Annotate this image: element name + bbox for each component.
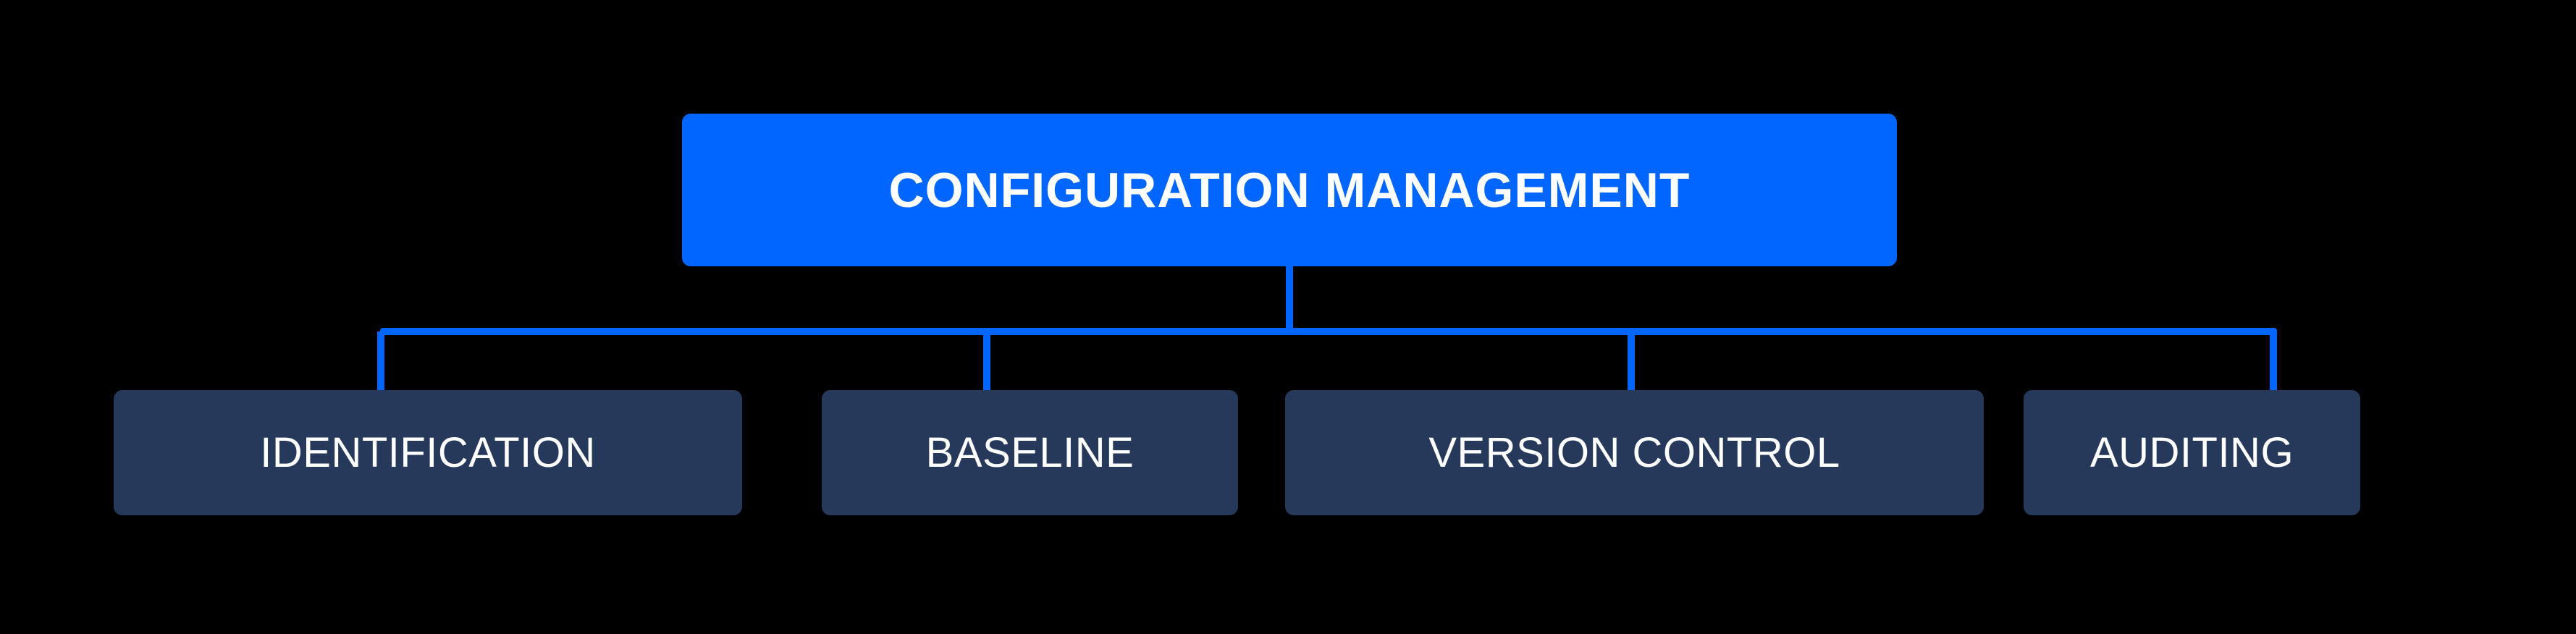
node-baseline[interactable]: BASELINE <box>822 390 1238 515</box>
connector-drop-identification <box>377 331 384 392</box>
node-auditing[interactable]: AUDITING <box>2024 390 2360 515</box>
node-baseline-label: BASELINE <box>925 429 1135 476</box>
node-root-label: CONFIGURATION MANAGEMENT <box>888 162 1691 218</box>
node-identification-label: IDENTIFICATION <box>260 429 596 476</box>
connector-horizontal-bus <box>380 328 2277 335</box>
connector-root-stem <box>1286 265 1293 335</box>
node-version-control[interactable]: VERSION CONTROL <box>1285 390 1984 515</box>
node-auditing-label: AUDITING <box>2089 429 2294 476</box>
node-version-control-label: VERSION CONTROL <box>1428 429 1840 476</box>
connector-drop-baseline <box>983 331 990 392</box>
node-configuration-management[interactable]: CONFIGURATION MANAGEMENT <box>682 114 1897 266</box>
node-identification[interactable]: IDENTIFICATION <box>114 390 742 515</box>
connector-drop-auditing <box>2270 331 2277 392</box>
connector-drop-version-control <box>1628 331 1635 392</box>
